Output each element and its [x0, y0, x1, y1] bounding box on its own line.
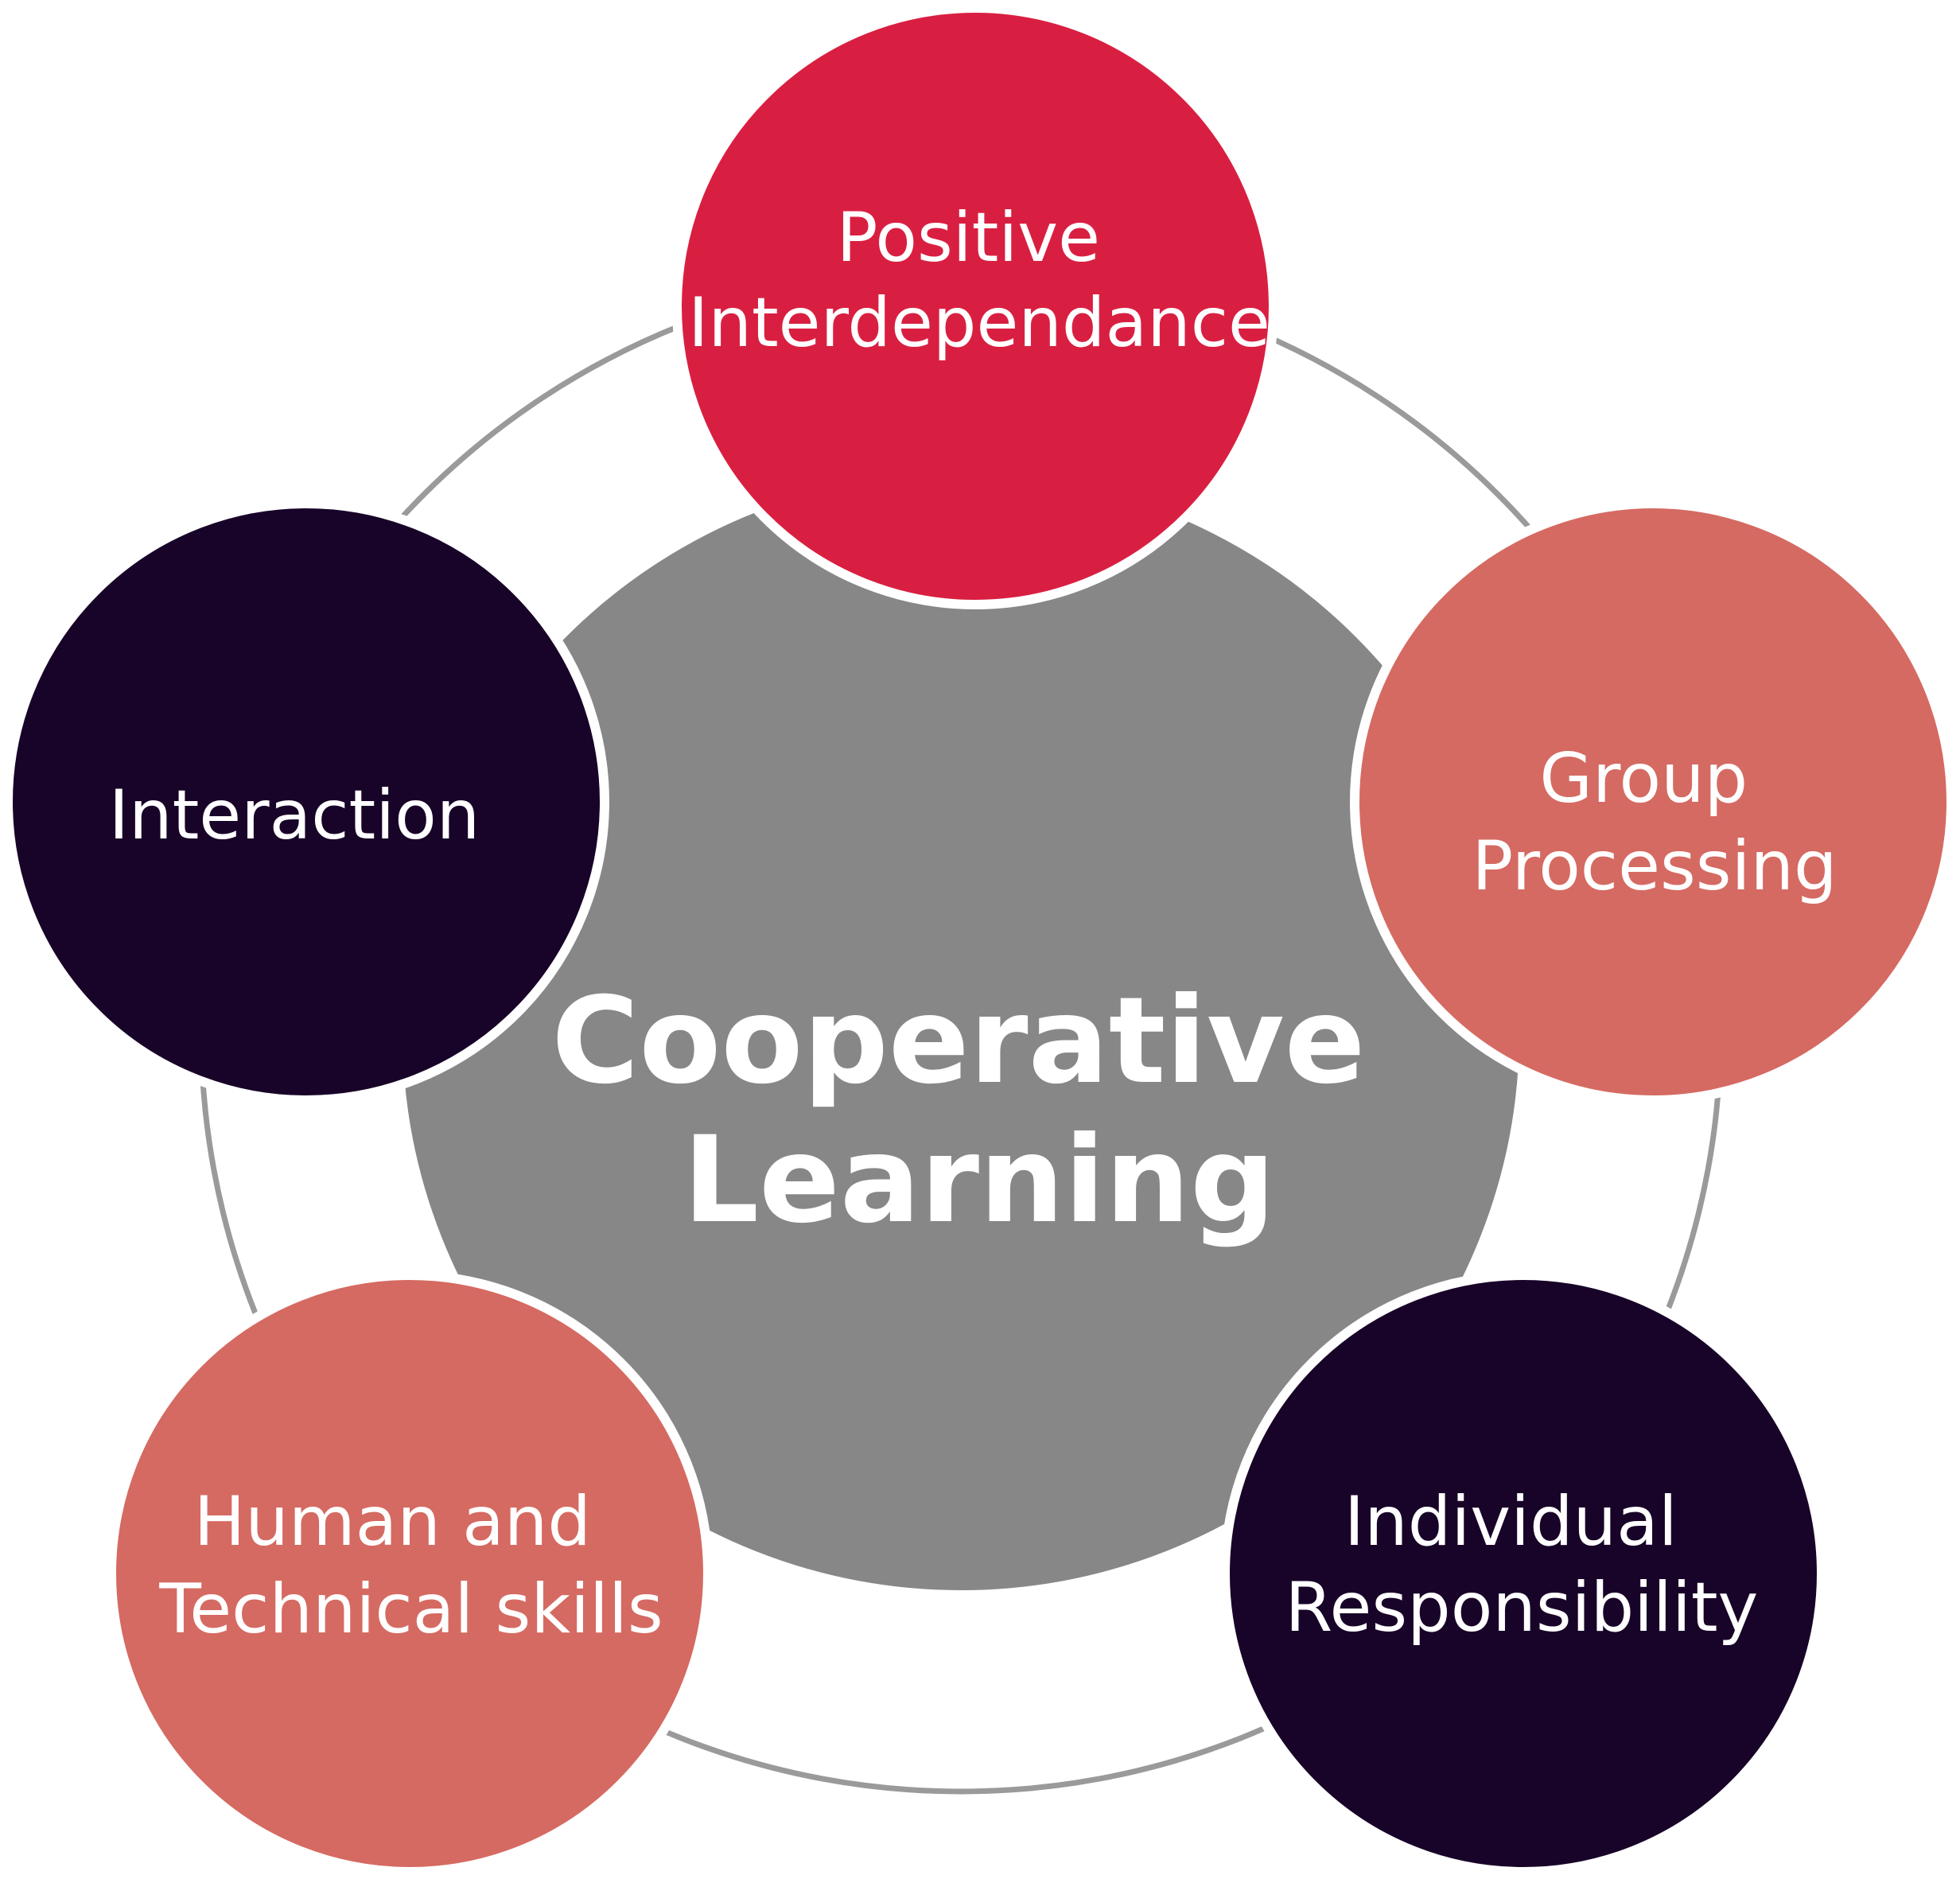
node-circle-human-and-technical-skills — [107, 1270, 713, 1877]
node-label-line: Human and — [194, 1482, 591, 1562]
center-title-line-1: Cooperative — [551, 972, 1365, 1111]
center-title-line-2: Learning — [683, 1111, 1276, 1250]
node-human-and-technical-skills: Human and Technical skills — [107, 1270, 713, 1877]
node-individual-responsibility: Individual Responsibility — [1220, 1270, 1826, 1877]
node-circle-individual-responsibility — [1220, 1270, 1826, 1877]
node-label-interaction: Interaction — [109, 776, 480, 855]
node-label-human-and-technical-skills: Human and Technical skills — [158, 1482, 663, 1649]
node-label-individual-responsibility: Individual Responsibility — [1285, 1482, 1759, 1648]
node-label-line: Interdependance — [688, 283, 1270, 363]
node-group-processing: Group Processing — [1350, 499, 1956, 1105]
node-label-line: Positive — [837, 198, 1101, 278]
node-interaction: Interaction — [3, 499, 609, 1105]
node-positive-interdependance: Positive Interdependance — [672, 3, 1278, 609]
node-circle-group-processing — [1350, 499, 1956, 1105]
center-title: Cooperative Learning — [551, 972, 1406, 1250]
node-label-line: Technical skills — [158, 1570, 663, 1649]
node-label-line: Processing — [1472, 827, 1837, 906]
node-circle-interaction — [3, 499, 609, 1105]
node-label-line: Group — [1539, 739, 1748, 819]
node-label-group-processing: Group Processing — [1472, 739, 1837, 906]
node-label-line: Individual — [1344, 1482, 1678, 1562]
node-label-line: Interaction — [109, 776, 480, 855]
node-circle-positive-interdependance — [672, 3, 1278, 609]
node-label-positive-interdependance: Positive Interdependance — [688, 198, 1270, 363]
node-label-line: Responsibility — [1285, 1568, 1759, 1648]
